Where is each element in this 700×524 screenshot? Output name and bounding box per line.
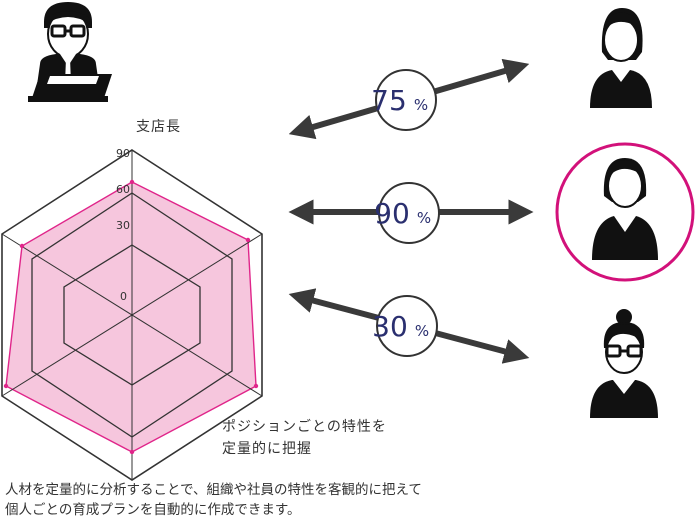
radar-tick-30: 30 (116, 219, 130, 232)
percent-badge-1: 75 % (371, 69, 437, 131)
percent-value: 90 (374, 197, 410, 230)
percent-value: 75 (371, 84, 407, 117)
woman-short-hair-icon (590, 8, 652, 108)
woman-glasses-bun-icon (590, 309, 658, 418)
percent-unit: % (417, 209, 431, 227)
radar-point (129, 179, 135, 185)
percent-badge-2: 90 % (374, 182, 440, 244)
radar-tick-90: 90 (116, 147, 130, 160)
percent-unit: % (415, 322, 429, 340)
radar-chart: 90 60 30 0 (1, 147, 263, 481)
radar-label-branch-manager: 支店長 (136, 119, 181, 135)
percent-value: 30 (372, 310, 408, 343)
radar-tick-60: 60 (116, 183, 130, 196)
percent-unit: % (414, 96, 428, 114)
radar-point (129, 449, 135, 455)
radar-point (245, 237, 251, 243)
radar-point (19, 243, 25, 249)
percent-badge-3: 30 % (372, 295, 438, 357)
manager-icon (28, 2, 112, 102)
radar-label-description: ポジションごとの特性を 定量的に把握 (222, 419, 387, 457)
radar-point (253, 383, 259, 389)
caption-text: 人材を定量的に分析することで、組織や社員の特性を客観的に把えて 個人ごとの育成プ… (5, 482, 422, 518)
radar-point (3, 383, 9, 389)
woman-bob-hair-icon (555, 142, 695, 282)
radar-value-area (5, 181, 257, 453)
radar-tick-0: 0 (120, 290, 127, 303)
